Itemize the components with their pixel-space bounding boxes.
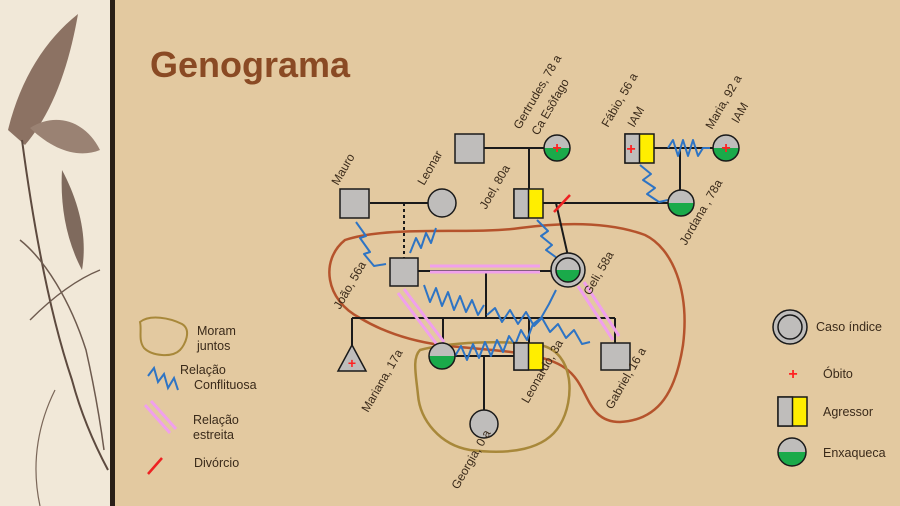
death-legend-icon: + — [788, 366, 797, 383]
legend-left: Moram juntos Relação Conflituosa Relação… — [138, 316, 257, 475]
node-gabriel[interactable] — [600, 342, 631, 371]
node-jordana[interactable] — [665, 189, 697, 219]
legend-close-line1: Relação — [193, 413, 239, 427]
label-georgia: Georgia, 0 a — [448, 427, 493, 491]
migraine-legend-icon — [777, 437, 807, 467]
legend-aggressor: Agressor — [823, 405, 873, 419]
page-title: Genograma — [150, 44, 351, 85]
divorce-legend-icon — [147, 457, 163, 475]
node-mauro[interactable] — [339, 188, 370, 219]
node-leonar[interactable] — [427, 188, 457, 218]
node-deceased-child[interactable]: + — [336, 343, 368, 372]
node-gertrudes-spouse[interactable] — [454, 133, 485, 164]
death-icon: + — [552, 140, 561, 157]
legend-migraine: Enxaqueca — [823, 446, 886, 460]
node-joel[interactable] — [513, 188, 544, 219]
decorative-leaf-panel — [0, 0, 115, 506]
household-outline-main — [328, 222, 686, 424]
death-icon: + — [348, 355, 356, 371]
legend-conflict-line2: Conflituosa — [194, 378, 257, 392]
node-gertrudes[interactable]: + — [541, 134, 573, 164]
node-georgia[interactable] — [469, 409, 499, 439]
label-geli: Geli, 58a — [580, 249, 616, 298]
node-joao[interactable] — [389, 257, 419, 287]
label-joel: Joel, 80a — [476, 162, 513, 211]
legend-conflict-line1: Relação — [180, 363, 226, 377]
label-leonar: Leonar — [414, 148, 445, 187]
household-outline-daughter — [414, 341, 571, 453]
legend-household-line1: Moram — [197, 324, 236, 338]
legend-household-line2: juntos — [196, 339, 230, 353]
label-fabio-note: IAM — [624, 104, 647, 129]
aggressor-legend-icon — [777, 396, 808, 427]
conflict-legend-icon — [147, 365, 179, 391]
label-mauro: Mauro — [328, 151, 357, 188]
node-fabio[interactable]: + — [624, 133, 655, 164]
label-maria-note: IAM — [728, 100, 751, 125]
legend-index-case: Caso índice — [816, 320, 882, 334]
node-leonardo[interactable] — [513, 342, 544, 371]
divorce-mark — [553, 194, 571, 213]
death-icon: + — [721, 140, 730, 157]
node-mariana[interactable] — [426, 342, 458, 372]
legend-close-line2: estreita — [193, 428, 234, 442]
close-relations — [396, 264, 621, 347]
node-maria[interactable]: + — [710, 134, 742, 164]
household-legend-icon — [138, 316, 189, 356]
legend-death: Óbito — [823, 366, 853, 381]
death-icon: + — [626, 141, 635, 158]
conflict-relations — [355, 139, 710, 361]
label-joao: João, 56a — [330, 259, 369, 312]
close-relation-legend-icon — [143, 400, 178, 434]
legend-divorce: Divórcio — [194, 456, 239, 470]
node-geli-index-case[interactable] — [550, 252, 586, 288]
legend-right: Caso índice + Óbito Agressor Enxaqueca — [772, 309, 886, 467]
label-mariana: Mariana, 17a — [358, 347, 405, 415]
